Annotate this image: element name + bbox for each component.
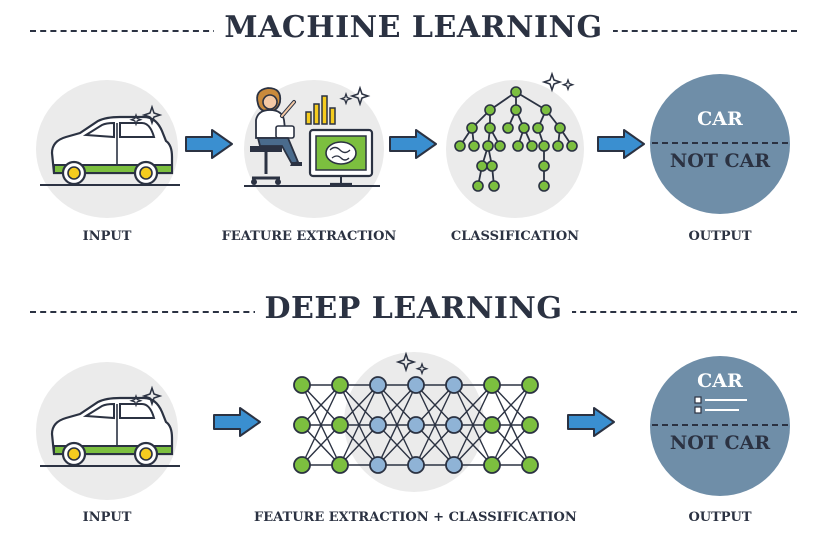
step-label-feature-extraction-classification: FEATURE EXTRACTION + CLASSIFICATION [254,510,577,525]
network-connection [491,384,531,466]
network-connection [491,424,531,466]
step-label-feature-extraction: FEATURE EXTRACTION [221,229,397,244]
arrow-right-icon [567,407,615,437]
network-connection [377,384,417,426]
network-node [369,376,387,394]
output-circle [650,74,790,214]
output-divider [652,142,788,144]
network-node [483,416,501,434]
network-node [293,416,311,434]
decision-tree-icon [454,71,578,192]
network-node [331,376,349,394]
network-node [521,376,539,394]
network-connection [301,384,341,426]
network-connection [415,424,455,466]
network-node [331,416,349,434]
section-title-machine-learning: MACHINE LEARNING [0,10,827,45]
step-label-input: INPUT [82,510,132,525]
network-connection [377,384,417,466]
section-divider-left [30,30,260,32]
output-circle [650,356,790,496]
arrow-right-icon [185,129,233,159]
network-connection [339,424,379,466]
network-node [483,376,501,394]
network-connection [339,384,379,426]
arrow-right-icon [213,407,261,437]
network-node [407,416,425,434]
network-connection [491,384,531,426]
network-connection [415,384,455,466]
section-divider-left [30,311,290,313]
network-connection [415,384,455,426]
step-label-output: OUTPUT [688,229,752,244]
sparkle-icon [395,351,417,373]
network-node [521,416,539,434]
network-node [407,456,425,474]
arrow-right-icon [597,129,645,159]
section-divider-right [540,311,797,313]
network-connection [453,424,493,466]
person-at-computer-icon [244,85,380,187]
network-node [369,416,387,434]
car-icon [40,104,180,186]
network-node [483,456,501,474]
network-node [521,456,539,474]
output-not-car-label: NOT CAR [669,432,771,454]
list-icon [694,396,747,414]
network-connection [377,424,417,466]
arrow-right-icon [389,129,437,159]
car-icon [40,385,180,467]
network-connection [301,424,341,466]
network-node [445,416,463,434]
network-node [445,376,463,394]
network-node [407,376,425,394]
sparkle-icon [415,361,429,376]
network-connection [453,384,493,466]
section-title-deep-learning: DEEP LEARNING [0,291,827,326]
network-node [331,456,349,474]
neural-network-icon [293,351,539,474]
network-node [293,376,311,394]
section-divider-right [572,30,797,32]
network-node [445,456,463,474]
section-title-text: DEEP LEARNING [254,291,573,326]
step-label-input: INPUT [82,229,132,244]
step-label-classification: CLASSIFICATION [450,229,580,244]
network-connection [301,384,341,466]
output-divider [652,424,788,426]
output-not-car-label: NOT CAR [669,150,771,172]
network-node [293,456,311,474]
section-title-text: MACHINE LEARNING [214,10,613,45]
network-node [369,456,387,474]
output-car-label: CAR [697,108,743,130]
network-connection [339,384,379,466]
network-connection [453,384,493,426]
step-label-output: OUTPUT [688,510,752,525]
output-car-label: CAR [697,370,743,392]
